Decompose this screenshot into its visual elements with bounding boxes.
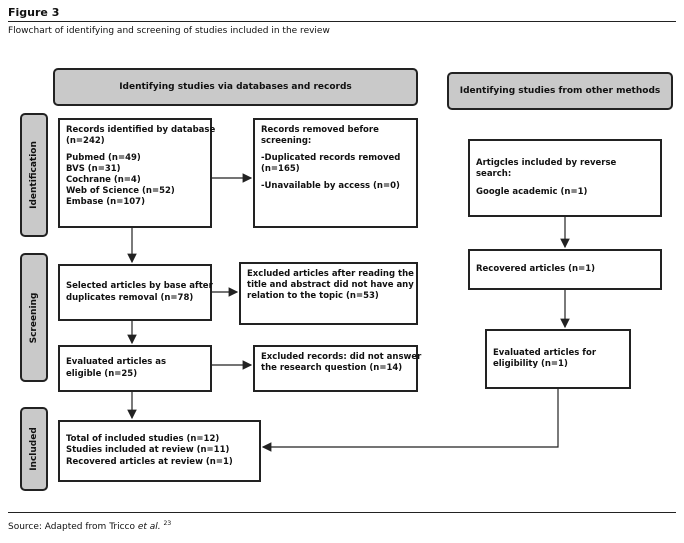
box-line: (n=165) — [261, 164, 300, 175]
box-line: Web of Science (n=52) — [66, 186, 175, 197]
box-line: Records identified by database — [66, 125, 216, 135]
header-other-methods: Identifying studies from other methods — [447, 72, 673, 110]
box-line: eligibility (n=1) — [493, 359, 568, 369]
box-line: Artigcles included by reverse — [476, 158, 617, 169]
box-line: Total of included studies (n=12) — [66, 434, 220, 445]
figure-caption: Flowchart of identifying and screening o… — [8, 26, 330, 36]
box-line: BVS (n=31) — [66, 164, 121, 175]
box-line: (n=242) — [66, 136, 105, 147]
box-recovered-articles: Recovered articles (n=1) — [468, 249, 662, 290]
bottom-rule — [8, 512, 676, 513]
box-line: Recovered articles at review (n=1) — [66, 456, 233, 467]
header-other-methods-label: Identifying studies from other methods — [459, 86, 661, 96]
box-line: title and abstract did not have any — [247, 280, 414, 291]
box-line: Pubmed (n=49) — [66, 153, 141, 164]
box-line: relation to the topic (n=53) — [247, 291, 379, 302]
source-reference: 23 — [163, 520, 172, 527]
box-line: Embase (n=107) — [66, 197, 145, 208]
box-total-included: Total of included studies (n=12)Studies … — [58, 420, 261, 482]
box-line: screening: — [261, 136, 312, 147]
box-line: Studies included at review (n=11) — [66, 445, 230, 456]
arrow-eligibility-to-total — [261, 389, 559, 452]
phase-included: Included — [20, 407, 48, 491]
box-line: Google academic (n=1) — [476, 186, 588, 197]
source-text: Source: Adapted from Tricco — [8, 522, 138, 532]
box-line: Selected articles by base after — [66, 281, 213, 292]
figure-label: Figure 3 — [8, 6, 60, 19]
box-line: eligible (n=25) — [66, 368, 138, 379]
header-databases-label: Identifying studies via databases and re… — [119, 82, 352, 92]
box-line: -Duplicated records removed — [261, 153, 401, 164]
phase-screening: Screening — [20, 253, 48, 382]
box-line: duplicates removal (n=78) — [66, 292, 194, 303]
box-line: the research question (n=14) — [261, 363, 403, 374]
box-records-identified: Records identified by database(n=242) Pu… — [58, 118, 216, 228]
box-line: Excluded articles after reading the — [247, 269, 414, 279]
source-note: Source: Adapted from Tricco et al. 23 — [8, 520, 171, 532]
header-databases: Identifying studies via databases and re… — [53, 68, 418, 106]
box-line: Evaluated articles for — [493, 347, 597, 358]
box-line: Cochrane (n=4) — [66, 175, 141, 186]
box-line: Recovered articles (n=1) — [476, 263, 595, 274]
box-line: Excluded records: did not answer — [261, 352, 422, 362]
top-rule — [8, 21, 676, 22]
box-line: search: — [476, 169, 512, 180]
box-line: -Unavailable by access (n=0) — [261, 181, 400, 192]
phase-identification: Identification — [20, 113, 48, 237]
box-line: Records removed before — [261, 125, 379, 135]
source-et-al: et al. — [137, 522, 161, 532]
box-line: Evaluated articles as — [66, 357, 167, 368]
